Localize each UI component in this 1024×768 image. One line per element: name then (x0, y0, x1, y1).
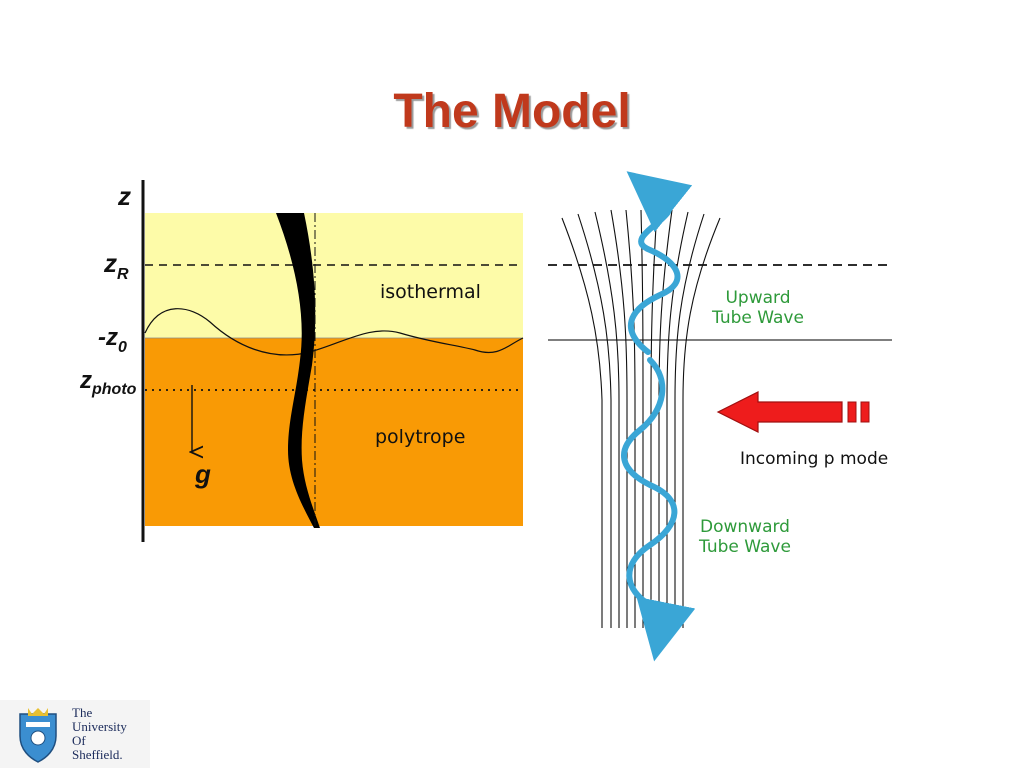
logo-line: University (72, 719, 127, 734)
zphoto-label: zphoto (79, 367, 137, 398)
z-axis-label: z (117, 181, 131, 211)
logo-line: The (72, 705, 93, 720)
polytrope-layer (145, 338, 523, 526)
gravity-label: g (194, 459, 211, 489)
university-name: The University Of Sheffield. (72, 706, 127, 762)
flux-tube (276, 213, 320, 528)
slide-title: The Model (393, 85, 631, 138)
incoming-p-mode-label: Incoming p mode (740, 449, 888, 469)
zR-label: zR (103, 248, 129, 283)
magnetic-field-lines (561, 209, 721, 628)
downward-wave-label-2: Tube Wave (698, 537, 791, 557)
isothermal-label: isothermal (380, 281, 481, 303)
model-diagram: z zR -z0 zphoto g isothermal polytrope (79, 171, 892, 662)
incoming-p-mode-arrow (716, 391, 870, 433)
polytrope-label: polytrope (375, 426, 465, 448)
left-panel: z zR -z0 zphoto g isothermal polytrope (79, 180, 524, 542)
upward-wave-label-2: Tube Wave (711, 308, 804, 328)
university-logo (0, 700, 150, 768)
crest-icon (19, 708, 57, 763)
downward-tube-wave (621, 357, 696, 662)
downward-wave-label: Downward (700, 517, 790, 537)
upward-tube-wave (626, 171, 693, 355)
surface-wave-line (144, 308, 524, 356)
z0-label: -z0 (98, 324, 127, 356)
right-panel: Upward Tube Wave Incoming p mode Downwar… (548, 171, 892, 662)
logo-line: Sheffield. (72, 747, 123, 762)
logo-line: Of (72, 733, 86, 748)
upward-wave-label: Upward (725, 288, 790, 308)
isothermal-layer (145, 213, 523, 338)
